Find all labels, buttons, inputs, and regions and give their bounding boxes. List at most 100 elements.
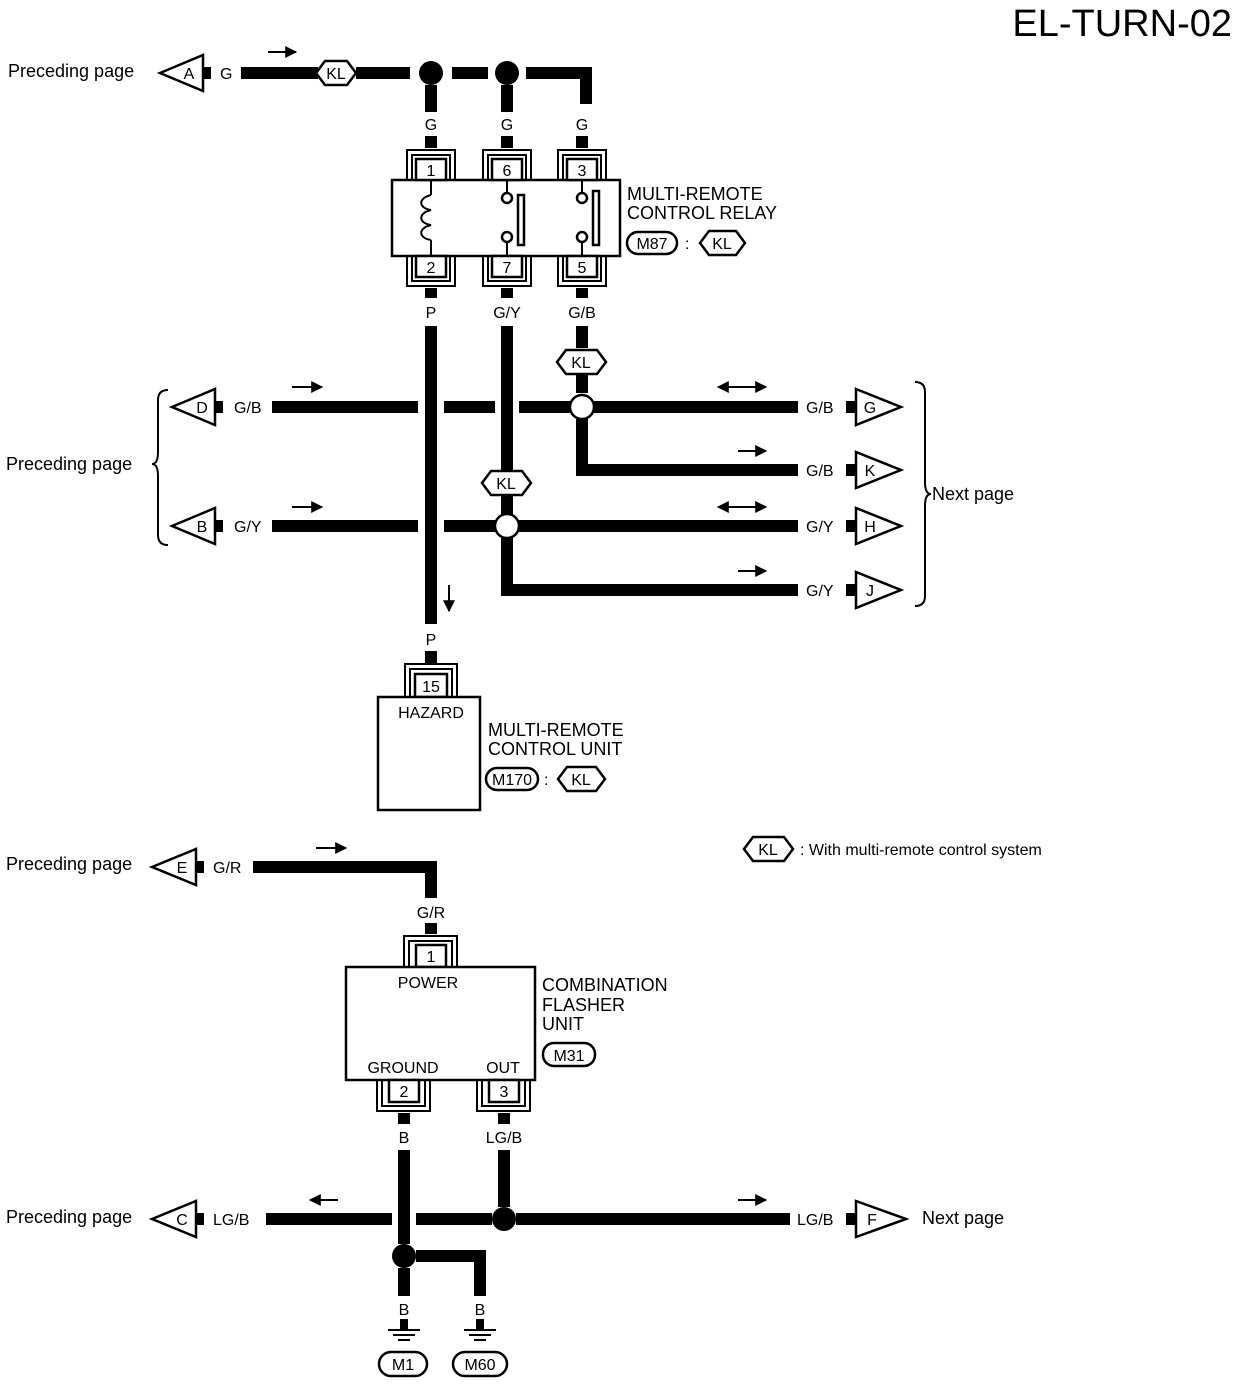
flasher-connector-id: M31 [541,1041,597,1068]
svg-text:B: B [197,519,208,536]
svg-text:M31: M31 [553,1048,584,1065]
remote-unit-connector-id: M170 [484,766,540,792]
multi-remote-control-relay: 1 6 3 2 7 5 [390,149,622,287]
wire-label-j: G/Y [806,583,834,600]
svg-text:KL: KL [758,842,778,859]
relay-pin-7: 7 [482,254,532,287]
remote-unit-separator: : [544,772,548,789]
relay-pin-2: 2 [406,254,456,287]
svg-text:D: D [196,400,208,417]
svg-text:A: A [184,66,195,83]
svg-text:15: 15 [422,679,440,696]
remote-unit-wire: P [426,632,437,649]
svg-text:3: 3 [578,163,587,180]
multi-remote-control-unit: 15 HAZARD [376,663,482,812]
nav-preceding-mid: Preceding page [6,454,132,474]
splice-junction [392,1244,416,1268]
svg-text:POWER: POWER [398,975,458,992]
relay-switch-icon [500,180,526,256]
page-title: EL-TURN-02 [1012,3,1232,45]
svg-text:KL: KL [571,772,591,789]
ground-wire-m60: B [475,1302,486,1319]
remote-unit-name: CONTROL UNIT [488,739,622,759]
nav-preceding-a: Preceding page [8,61,134,81]
option-tag-kl: KL [480,469,533,497]
svg-text:KL: KL [712,236,732,253]
svg-text:M87: M87 [636,236,667,253]
flasher-name: FLASHER [542,995,625,1015]
nav-preceding-e: Preceding page [6,854,132,874]
connector-c: C [148,1199,198,1239]
svg-text:HAZARD: HAZARD [398,705,464,722]
connector-j: J [854,570,905,610]
wire-stub [203,67,211,79]
svg-text:E: E [177,860,188,877]
svg-text:OUT: OUT [486,1060,520,1077]
wire-label-g: G/B [806,400,834,417]
nav-next-f: Next page [922,1208,1004,1228]
relay-pin-3: 3 [557,149,607,182]
ground-connector-m1: M1 [377,1350,429,1378]
svg-text:1: 1 [427,949,436,966]
svg-text:3: 3 [500,1084,509,1101]
svg-text:7: 7 [503,260,512,277]
svg-text:C: C [176,1212,188,1229]
svg-text:M60: M60 [464,1357,495,1374]
connector-a: A [156,53,205,93]
svg-text:K: K [865,463,876,480]
ground-connector-m60: M60 [451,1350,509,1378]
relay-coil-icon [420,180,432,256]
flasher-power-wire: G/R [417,905,445,922]
relay-switch-icon [575,180,601,256]
wire-label-k: G/B [806,463,834,480]
option-tag-kl: KL [314,59,358,87]
connector-k: K [854,450,905,490]
splice-junction [492,1207,516,1231]
wire-label-h: G/Y [806,519,834,536]
relay-pin-5: 5 [557,254,607,287]
svg-text:KL: KL [326,66,346,83]
connector-e: E [148,847,198,887]
wire-gr [253,861,437,898]
relay-name: MULTI-REMOTE [627,184,763,204]
relay-connector-id: M87 [625,230,679,256]
svg-text:H: H [864,519,876,536]
svg-text:2: 2 [400,1084,409,1101]
connector-b: B [168,506,217,546]
right-brace [914,381,932,607]
splice-junction [568,393,596,421]
relay-wire-bottom-2: P [426,305,437,322]
nav-preceding-c: Preceding page [6,1207,132,1227]
relay-wire-bottom-7: G/Y [493,305,521,322]
legend-tag: KL [742,835,795,863]
relay-wire-bottom-5: G/B [568,305,596,322]
option-tag-kl: KL [555,348,608,376]
splice-junction [495,61,519,85]
connector-g: G [854,387,905,427]
combination-flasher-unit: 1 POWER GROUND OUT 2 3 [344,935,537,1112]
legend-text: : With multi-remote control system [800,842,1042,859]
ground-icon [388,1319,420,1341]
svg-text:5: 5 [578,260,587,277]
relay-name: CONTROL RELAY [627,203,777,223]
wire-label-a: G [220,66,232,83]
relay-option-tag: KL [698,229,747,257]
relay-wire-top-1: G [425,117,437,134]
relay-wire-top-3: G [576,117,588,134]
svg-text:KL: KL [496,476,516,493]
relay-wire-top-6: G [501,117,513,134]
nav-next-mid: Next page [932,484,1014,504]
ground-wire-m1: B [399,1302,410,1319]
relay-pin-1: 1 [406,149,456,182]
svg-text:F: F [867,1212,877,1229]
remote-unit-name: MULTI-REMOTE [488,720,624,740]
svg-text:J: J [866,583,874,600]
wire-label-b: G/Y [234,519,262,536]
svg-text:6: 6 [503,163,512,180]
wire-label-f: LG/B [797,1212,833,1229]
svg-text:G: G [864,400,876,417]
svg-text:M1: M1 [392,1357,414,1374]
flasher-name: COMBINATION [542,975,668,995]
flasher-out-wire: LG/B [486,1130,522,1147]
